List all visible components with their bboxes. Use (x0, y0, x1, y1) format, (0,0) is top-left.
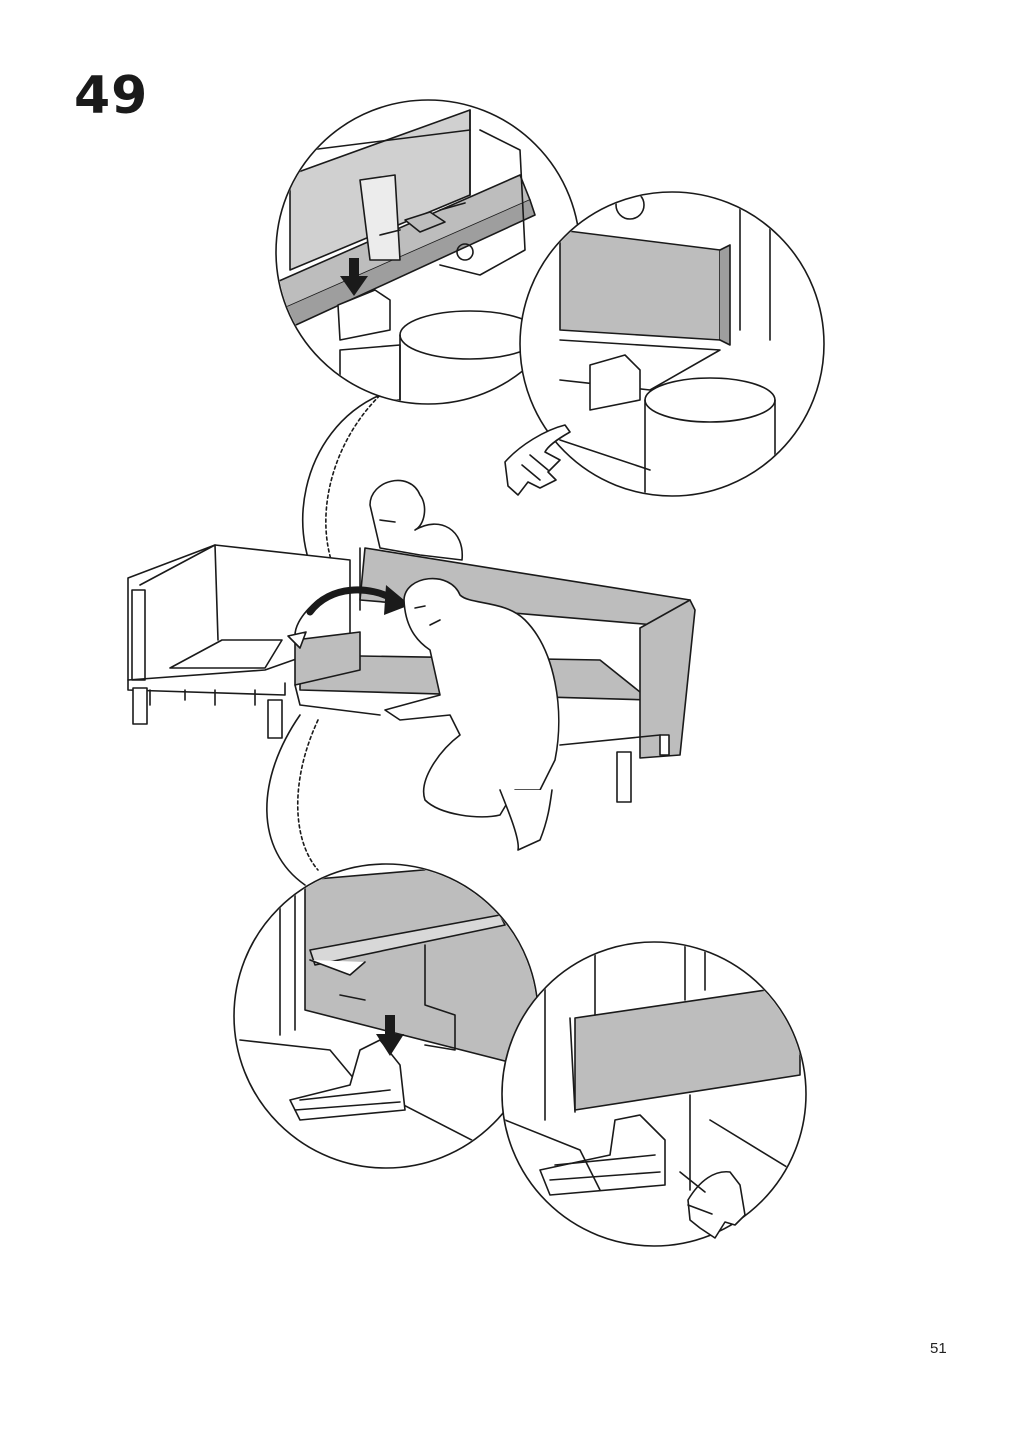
down-arrow-icon (340, 258, 368, 296)
pressing-hand-icon (679, 1171, 746, 1239)
down-arrow-icon (376, 1015, 404, 1056)
detail-circle-top-right (519, 191, 825, 497)
callout-curve-bottom-inner (297, 719, 319, 871)
person-back (369, 479, 463, 561)
callout-curve-bottom (266, 714, 306, 886)
person-front (384, 577, 560, 851)
step-number: 49 (74, 66, 149, 126)
page-number: 51 (930, 1340, 947, 1357)
detail-circle-top-left (275, 99, 581, 405)
detail-circle-bottom-right (501, 941, 807, 1247)
curved-arrow-icon (287, 585, 410, 649)
detail-circle-bottom-left (233, 863, 539, 1169)
callout-curve-top-inner (325, 379, 399, 591)
pressing-hand-icon (504, 424, 571, 496)
